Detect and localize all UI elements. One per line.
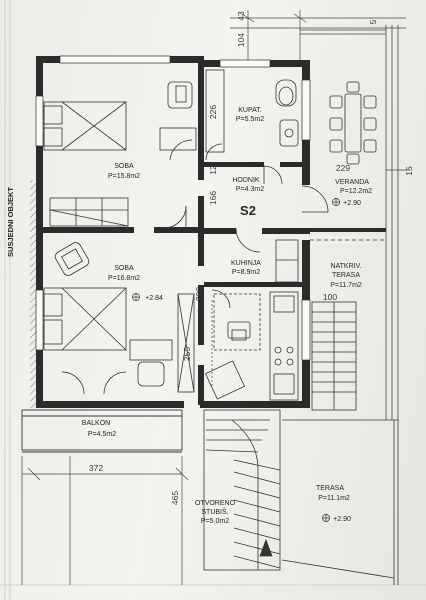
lower-dimension-lines: [21, 300, 213, 585]
door-swings: [61, 165, 329, 395]
dim-226: 226: [208, 105, 218, 119]
right-railing-lines: [300, 25, 410, 420]
room-balkon-area: P=4.5m2: [88, 431, 116, 438]
armchair-room-2: [54, 242, 90, 276]
kitchen-fixtures: [204, 239, 299, 401]
interior-walls: [36, 60, 386, 405]
neighbour-building-hatch: [30, 180, 36, 408]
dim-465: 465: [170, 491, 180, 505]
room-natkriv-name-2: TERASA: [332, 272, 360, 279]
dim-166: 166: [208, 191, 218, 205]
dim-255: 255: [182, 347, 192, 361]
dim-104: 104: [236, 33, 246, 47]
level-terasa: +2.90: [333, 516, 351, 523]
room-stubis-area: P=5.0m2: [201, 518, 229, 525]
dim-372: 372: [89, 463, 103, 473]
open-stairwell: [203, 409, 281, 571]
dim-229: 229: [336, 163, 350, 173]
room-kupat-name: KUPAT.: [238, 107, 262, 114]
top-dimension-lines: [230, 10, 406, 62]
dim-15: 15: [404, 166, 414, 176]
room-natkriv-area: P=11.7m2: [330, 282, 362, 289]
room-terasa-area: P=11.1m2: [318, 495, 350, 502]
terrace-stairs: [310, 239, 386, 411]
windows: [35, 55, 311, 361]
chair-room-1: [159, 81, 197, 161]
level-veranda: +2.90: [343, 200, 361, 207]
room-natkriv-name-1: NATKRIV.: [330, 263, 361, 270]
balcony-outline: [21, 409, 183, 453]
room-hodnik-name: HODNIK: [232, 177, 260, 184]
room-soba-1-area: P=15.8m2: [108, 173, 140, 180]
room-terasa-name: TERASA: [316, 485, 344, 492]
room-kuhinja-area: P=8.9m2: [232, 269, 260, 276]
room-soba-2-area: P=16.8m2: [108, 275, 140, 282]
level-soba-2: +2.84: [145, 295, 163, 302]
level-marker-symbols: [132, 198, 340, 522]
neighbour-building-label: SUSJEDNI OBJEKT: [6, 187, 15, 257]
bathroom-fixtures: [205, 69, 299, 161]
room-kupat-area: P=5.5m2: [236, 116, 264, 123]
room-veranda-area: P=12.2m2: [340, 188, 372, 195]
room-hodnik-area: P=4.3m2: [236, 186, 264, 193]
wardrobe-room-1: [49, 197, 129, 227]
unit-code: S2: [240, 203, 256, 218]
dim-5: 5: [368, 19, 378, 24]
lower-terrace-outline: [281, 419, 399, 585]
veranda-dining-set: [329, 81, 377, 165]
room-soba-2-name: SOBA: [114, 265, 134, 272]
room-balkon-name: BALKON: [82, 420, 110, 427]
dim-100: 100: [323, 292, 337, 302]
dim-200: 200: [194, 287, 204, 301]
desk-room-2: [129, 293, 195, 393]
room-soba-1-name: SOBA: [114, 163, 134, 170]
bed-room-2: [43, 287, 127, 351]
room-kuhinja-name: KUHINJA: [231, 260, 261, 267]
room-stubis-name-2: STUBIŠ.: [201, 507, 228, 516]
room-stubis-name-1: OTVORENO: [195, 500, 236, 507]
dim-12: 12: [208, 165, 218, 175]
room-veranda-name: VERANDA: [335, 179, 369, 186]
bed-room-1: [43, 101, 127, 151]
dim-43: 43: [236, 11, 246, 21]
